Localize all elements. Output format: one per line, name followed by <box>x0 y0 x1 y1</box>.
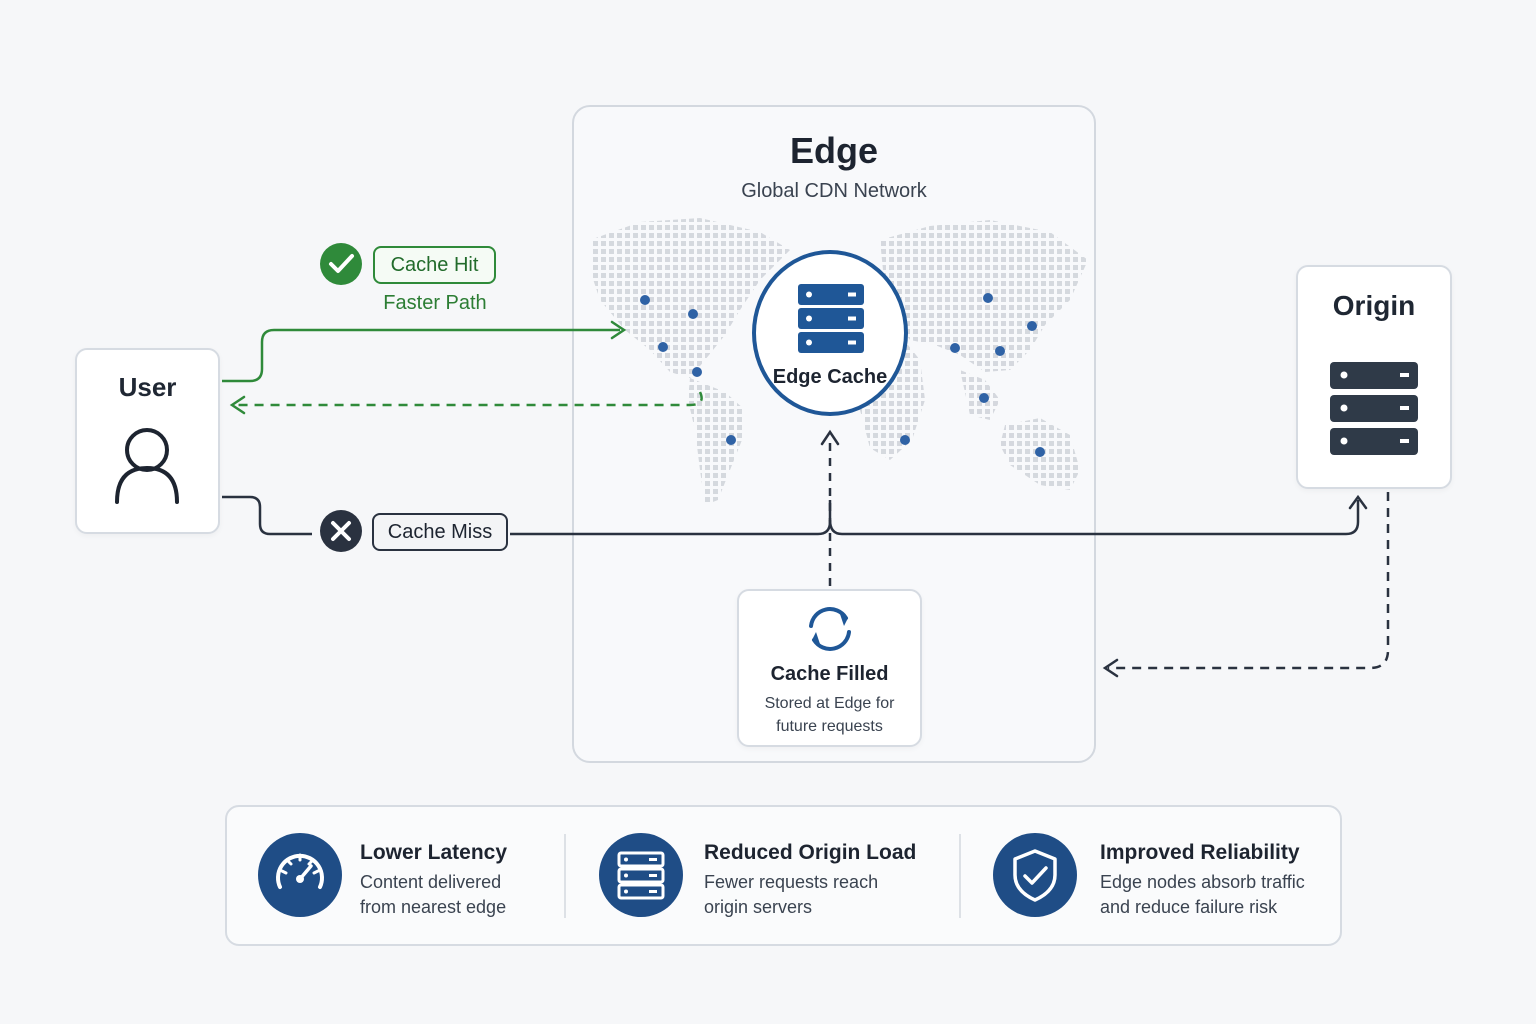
edge-server-icon <box>798 284 864 353</box>
benefit-lower-latency-text: Content delivered from nearest edge <box>360 870 506 920</box>
benefit-reduced-origin-load-line-1: Fewer requests reach <box>704 872 879 892</box>
speedometer-icon <box>258 833 342 917</box>
cache-hit-badge: Cache Hit <box>373 246 496 284</box>
shield-check-icon <box>993 833 1077 917</box>
cache-filled-title: Cache Filled <box>770 663 889 685</box>
origin-label: Origin <box>1332 290 1416 321</box>
cache-filled-line-1: Stored at Edge for <box>764 695 895 712</box>
edge-subtitle: Global CDN Network <box>741 180 927 202</box>
benefits-panel <box>225 805 1342 946</box>
benefits-divider <box>564 834 566 918</box>
edge-location-dots <box>640 293 1045 457</box>
refresh-icon <box>809 607 851 651</box>
cache-filled-description: Stored at Edge for future requests <box>737 692 922 738</box>
cache-miss-path <box>222 429 1390 678</box>
check-icon <box>320 243 362 285</box>
server-icon <box>599 833 683 917</box>
benefit-improved-reliability-line-2: and reduce failure risk <box>1100 897 1278 917</box>
benefit-reduced-origin-load-line-2: origin servers <box>704 897 813 917</box>
benefit-lower-latency-title: Lower Latency <box>360 841 508 864</box>
x-icon <box>320 510 362 552</box>
benefit-improved-reliability-text: Edge nodes absorb traffic and reduce fai… <box>1100 870 1305 920</box>
origin-server-icon <box>1330 362 1418 455</box>
benefit-improved-reliability-title: Improved Reliability <box>1100 841 1300 864</box>
benefit-reduced-origin-load-title: Reduced Origin Load <box>704 841 917 864</box>
edge-title: Edge <box>789 130 878 171</box>
cache-hit-path <box>222 320 703 415</box>
cache-filled-card <box>737 589 922 747</box>
benefit-lower-latency-line-1: Content delivered <box>360 872 502 892</box>
benefit-reduced-origin-load-text: Fewer requests reach origin servers <box>704 870 878 920</box>
benefit-lower-latency-line-2: from nearest edge <box>360 897 507 917</box>
faster-path-label: Faster Path <box>383 292 487 314</box>
cache-miss-badge: Cache Miss <box>372 513 508 551</box>
benefits-divider <box>959 834 961 918</box>
benefit-improved-reliability-line-1: Edge nodes absorb traffic <box>1100 872 1305 892</box>
edge-cache-label: Edge Cache <box>772 366 888 388</box>
user-label: User <box>118 372 177 402</box>
user-node <box>75 348 220 534</box>
cache-filled-line-2: future requests <box>776 718 883 735</box>
user-icon <box>115 428 179 504</box>
